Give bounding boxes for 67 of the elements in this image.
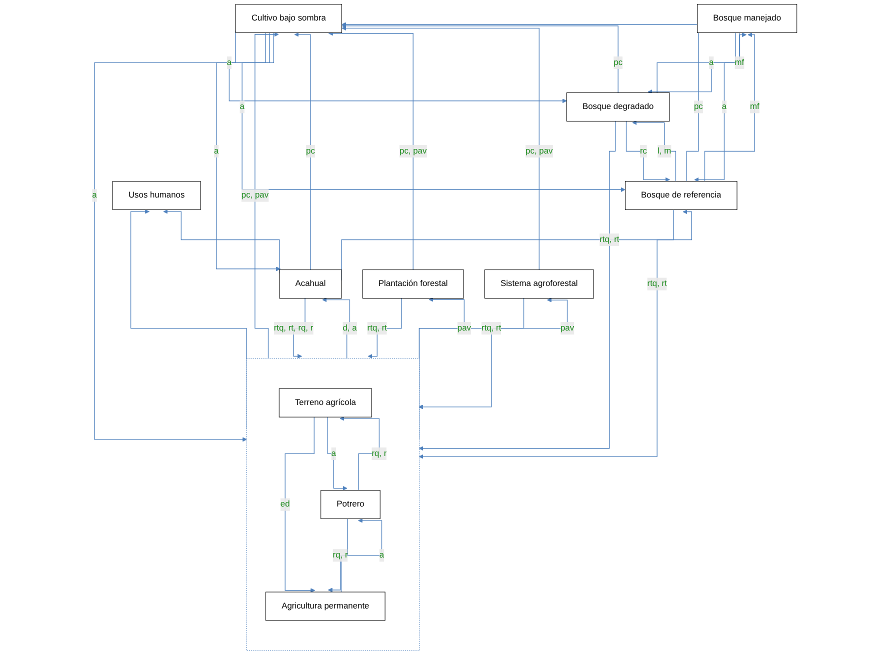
node-box: Agricultura permanente xyxy=(266,592,386,621)
edge-label: pc, pav xyxy=(526,146,553,156)
node-box: Sistema agroforestal xyxy=(484,270,594,299)
node-box: Bosque degradado xyxy=(566,92,670,122)
arrow xyxy=(327,416,348,491)
arrow xyxy=(342,24,618,94)
edge-label: ed xyxy=(280,500,290,509)
edge-label: rq, r xyxy=(332,550,348,560)
node-box: Potrero xyxy=(320,490,380,520)
arrow xyxy=(418,120,616,451)
arrow xyxy=(254,32,279,359)
arrow xyxy=(694,32,740,182)
node-box: Acahual xyxy=(279,270,342,299)
edge-label: rtq, rt xyxy=(482,324,502,333)
arrow xyxy=(648,32,736,94)
edge-label: a xyxy=(708,58,714,67)
edge-label: a xyxy=(92,190,97,200)
arrow xyxy=(294,32,311,270)
arrow xyxy=(340,416,380,491)
edge-label: a xyxy=(722,102,727,112)
arrow xyxy=(216,32,281,272)
edge-label: pc, pav xyxy=(241,190,269,200)
node-box: Cultivo bajo sombra xyxy=(235,4,342,33)
edge-label: rq, r xyxy=(372,448,387,458)
arrow xyxy=(626,120,670,182)
edge-label: a xyxy=(331,448,336,458)
cluster xyxy=(246,358,420,652)
node-box: Usos humanos xyxy=(112,181,201,210)
arrow xyxy=(94,30,248,442)
arrow xyxy=(328,31,414,270)
edge-label: a xyxy=(226,58,232,67)
edge-label: pav xyxy=(560,324,574,333)
arrow xyxy=(632,120,676,182)
arrow xyxy=(656,32,747,94)
edge-label: mf xyxy=(734,58,744,67)
arrow xyxy=(340,518,382,592)
edge-label: mf xyxy=(750,102,760,112)
edge-label: rtq, rt xyxy=(600,235,620,244)
edge-label: a xyxy=(214,146,219,156)
edge-label: rc xyxy=(640,146,648,156)
arrow xyxy=(418,298,524,410)
edge-label: pc xyxy=(614,58,623,67)
edge-label: a xyxy=(240,102,244,112)
arrow xyxy=(368,298,402,359)
node-box: Terreno agrícola xyxy=(278,388,372,418)
arrow xyxy=(418,209,674,459)
edge-label: rtq, rt xyxy=(367,324,387,333)
node-box: Bosque manejado xyxy=(697,4,798,33)
edge-label: rtq, rt, rq, r xyxy=(274,324,314,333)
edge-label: a xyxy=(379,550,384,560)
arrow xyxy=(328,518,348,592)
edge-label: pc, pav xyxy=(400,146,427,156)
edge-label: l, m xyxy=(658,146,672,156)
arrow xyxy=(322,298,350,359)
node-box: Plantación forestal xyxy=(362,270,464,299)
arrow xyxy=(342,22,699,182)
edge-label: d, a xyxy=(342,324,357,333)
arrow xyxy=(228,32,567,104)
arrow xyxy=(284,416,316,593)
edge-label: pav xyxy=(457,324,471,333)
node-box: Bosque de referencia xyxy=(624,181,738,210)
arrow xyxy=(704,32,756,182)
edge-label: pc xyxy=(694,102,703,112)
arrow xyxy=(242,32,626,192)
edge-label: pc xyxy=(306,146,315,156)
edge-label: rtq, rt xyxy=(647,279,667,288)
arrow xyxy=(342,26,540,270)
